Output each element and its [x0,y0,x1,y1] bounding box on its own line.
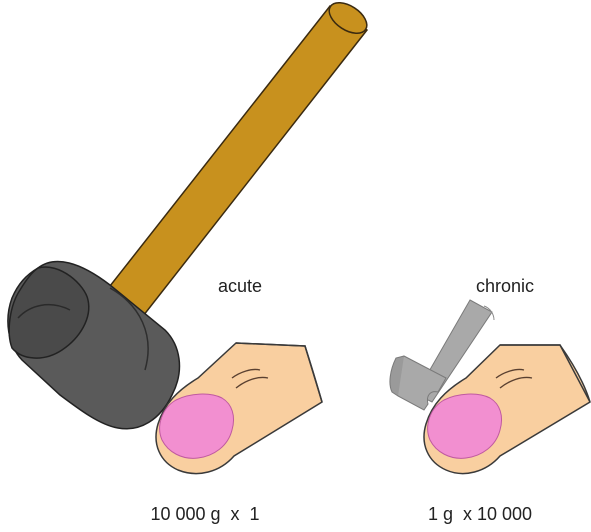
chronic-formula: 1 g x 10 000 [428,504,532,524]
acute-formula: 10 000 g x 1 [150,504,259,524]
acute-label: acute [218,276,262,296]
chronic-label: chronic [476,276,534,296]
finger-icon [156,343,322,474]
mallet-icon [8,0,372,429]
